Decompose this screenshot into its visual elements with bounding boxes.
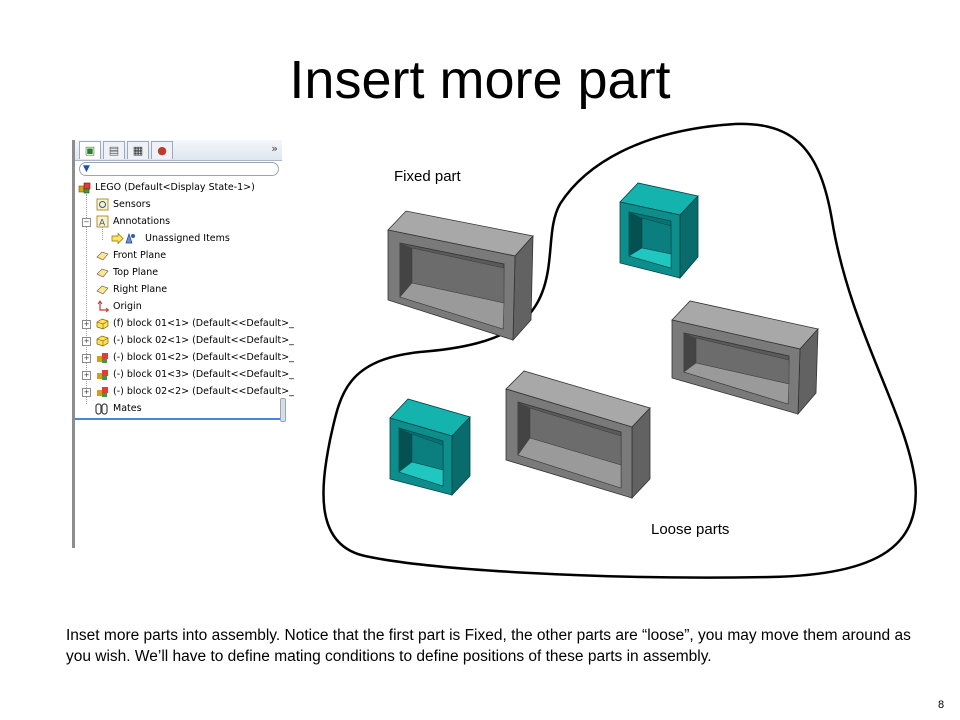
loose-parts-label: Loose parts (651, 521, 730, 538)
panel-divider (75, 418, 282, 420)
tree-item-label: Unassigned Items (145, 233, 230, 244)
expand-icon[interactable]: + (82, 371, 91, 380)
origin-icon (96, 300, 110, 313)
tree-item-label: Top Plane (113, 267, 159, 278)
tree-item-origin[interactable]: Origin (75, 299, 282, 315)
tree-item-label: (-) block 01<2> (Default<<Default>_ (113, 352, 294, 363)
property-manager-icon: ▤ (108, 144, 120, 157)
expand-icon[interactable]: + (82, 320, 91, 329)
svg-text:A: A (99, 219, 106, 229)
tree-item-component[interactable]: + (-) block 01<3> (Default<<Default>_ (75, 367, 294, 383)
unassigned-items-icon (111, 232, 137, 245)
tree-item-label: Mates (113, 403, 142, 414)
feature-manager-tab[interactable]: ▣ (79, 141, 101, 159)
tree-item-sensors[interactable]: Sensors (75, 197, 282, 213)
expand-icon[interactable]: + (82, 337, 91, 346)
property-manager-tab[interactable]: ▤ (103, 141, 125, 159)
teal-cube-block[interactable] (619, 182, 699, 280)
feature-manager-panel: ▣ ▤ ▦ ● » ▼ LEGO (Default<Display State-… (72, 140, 294, 548)
tree-item-assembly[interactable]: LEGO (Default<Display State-1>) (75, 180, 282, 196)
tree-item-label: (f) block 01<1> (Default<<Default>_ (113, 318, 294, 329)
tree-item-front-plane[interactable]: Front Plane (75, 248, 282, 264)
part-icon (96, 317, 109, 330)
tree-item-component[interactable]: + (-) block 02<1> (Default<<Default>_ (75, 333, 294, 349)
tree-item-label: (-) block 02<1> (Default<<Default>_ (113, 335, 294, 346)
part-icon (96, 385, 109, 398)
tree-item-component[interactable]: + (f) block 01<1> (Default<<Default>_ (75, 316, 294, 332)
tree-item-mates[interactable]: Mates (75, 401, 282, 417)
tree-item-label: Sensors (113, 199, 151, 210)
tree-item-component[interactable]: + (-) block 02<2> (Default<<Default>_ (75, 384, 294, 400)
annotations-icon: A (96, 215, 109, 229)
expand-icon[interactable]: + (82, 354, 91, 363)
gray-block-right[interactable] (671, 300, 819, 416)
expand-icon[interactable]: + (82, 388, 91, 397)
configuration-manager-tab[interactable]: ▦ (127, 141, 149, 159)
tree-item-label: (-) block 01<3> (Default<<Default>_ (113, 369, 294, 380)
tree-item-label: Right Plane (113, 284, 168, 295)
gray-block-center[interactable] (505, 370, 651, 500)
configuration-manager-icon: ▦ (132, 144, 144, 157)
part-icon (96, 351, 109, 364)
part-icon (96, 334, 109, 347)
tree-item-label: LEGO (Default<Display State-1>) (95, 182, 255, 193)
feature-manager-icon: ▣ (84, 144, 96, 157)
tree-item-right-plane[interactable]: Right Plane (75, 282, 282, 298)
tree-item-top-plane[interactable]: Top Plane (75, 265, 282, 281)
sensors-icon (96, 198, 109, 211)
teal-cube-block[interactable] (389, 398, 471, 497)
tree-item-label: (-) block 02<2> (Default<<Default>_ (113, 386, 294, 397)
assembly-icon (78, 181, 91, 194)
tree-item-unassigned-items[interactable]: Unassigned Items (75, 231, 282, 247)
fixed-gray-block[interactable] (387, 210, 534, 342)
collapse-icon[interactable]: − (82, 218, 91, 227)
feature-manager-tabs: ▣ ▤ ▦ ● » (75, 140, 282, 161)
slide-body-text: Inset more parts into assembly. Notice t… (66, 627, 911, 665)
mates-icon (94, 402, 110, 415)
filter-icon[interactable]: ▼ (83, 164, 90, 174)
display-manager-tab[interactable]: ● (151, 141, 173, 159)
tree-filter-field[interactable]: ▼ (79, 162, 279, 176)
tree-item-annotations[interactable]: − A Annotations (75, 214, 282, 230)
expand-chevron-icon[interactable]: » (271, 142, 278, 155)
display-manager-icon: ● (157, 144, 167, 157)
slide-title: Insert more part (289, 50, 671, 110)
tree-item-label: Annotations (113, 216, 171, 227)
tree-item-label: Origin (113, 301, 142, 312)
page-number: 8 (938, 699, 945, 711)
tree-item-component[interactable]: + (-) block 01<2> (Default<<Default>_ (75, 350, 294, 366)
panel-splitter-handle[interactable] (280, 398, 286, 422)
part-icon (96, 368, 109, 381)
plane-icon (96, 266, 109, 279)
tree-item-label: Front Plane (113, 250, 167, 261)
loose-parts-boundary (322, 122, 917, 579)
plane-icon (96, 249, 109, 262)
fixed-part-label: Fixed part (394, 168, 461, 185)
plane-icon (96, 283, 109, 296)
